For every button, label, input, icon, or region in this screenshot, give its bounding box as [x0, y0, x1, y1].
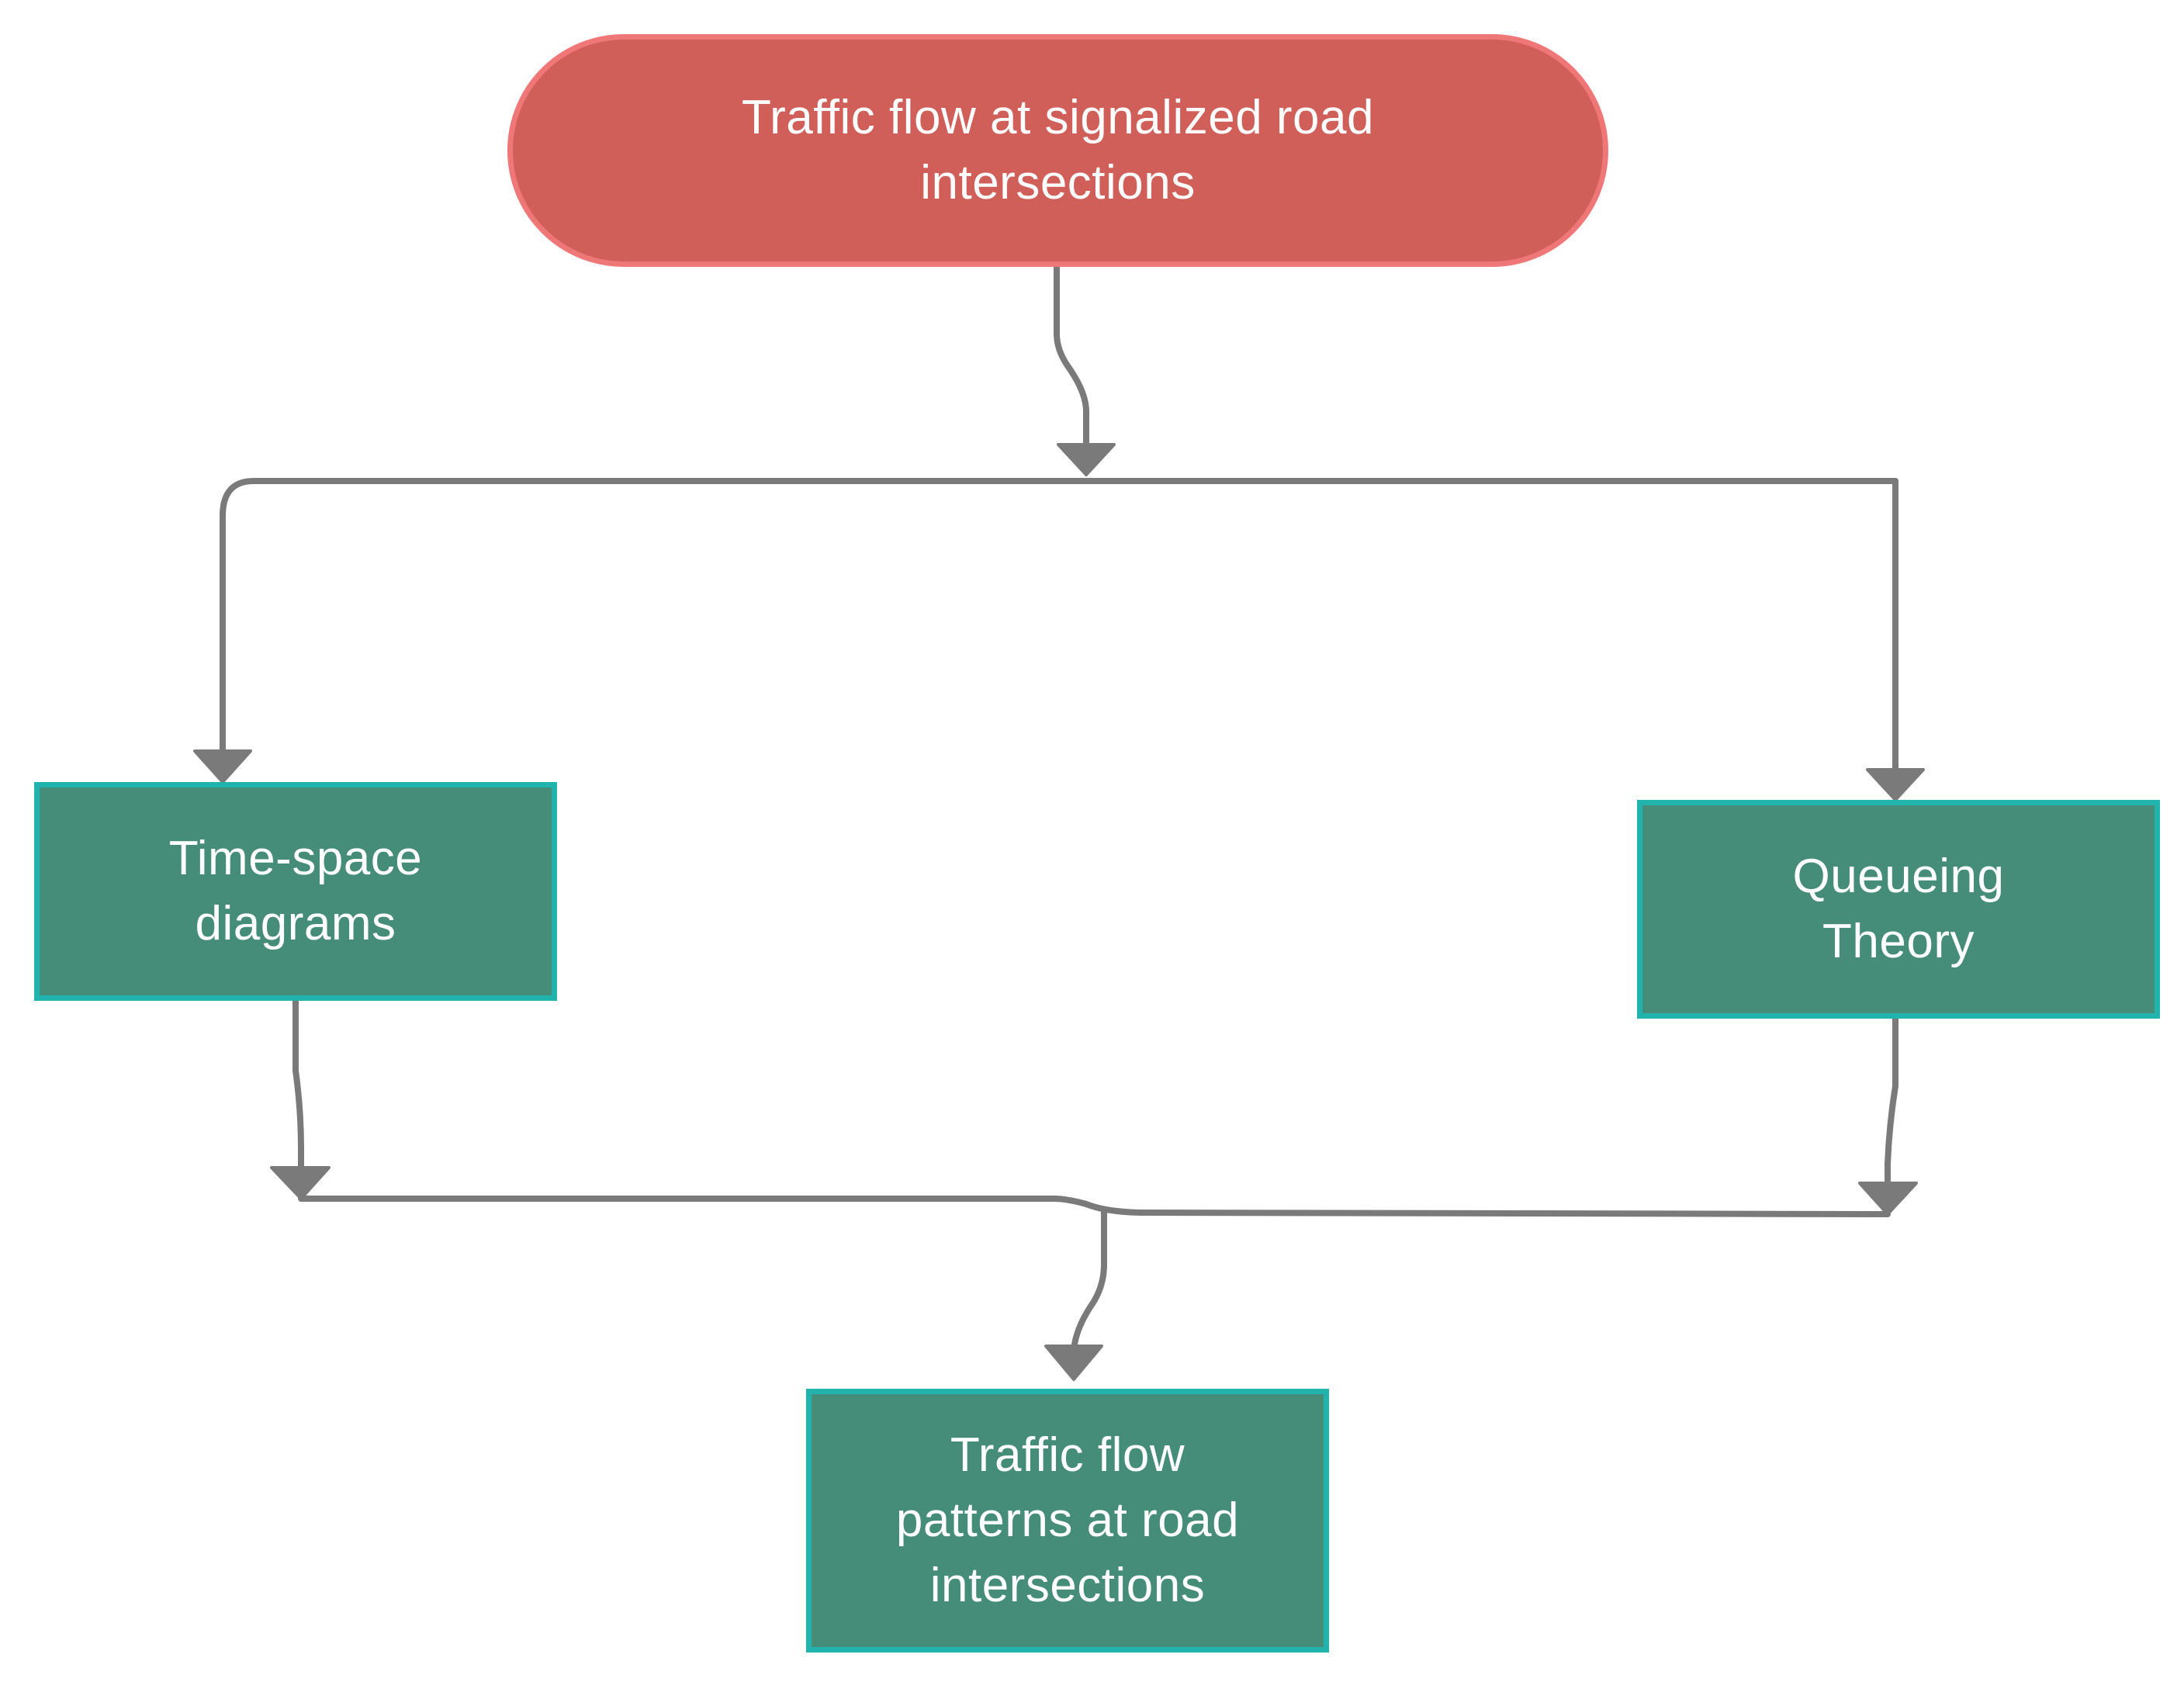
- connector-merge-to-result: [1071, 1209, 1107, 1365]
- node-label-line: intersections: [920, 156, 1196, 209]
- node-label-line: intersections: [929, 1559, 1206, 1612]
- node-label-line: diagrams: [195, 897, 396, 950]
- connector-queueing-to-merge: [1885, 1016, 1898, 1202]
- process-node-traffic-flow-patterns: Traffic flow patterns at road intersecti…: [806, 1389, 1329, 1653]
- node-label-line: patterns at road: [895, 1493, 1240, 1547]
- start-node-traffic-flow-signalized: Traffic flow at signalized road intersec…: [507, 34, 1608, 267]
- connector-split-horizontal: [220, 478, 1898, 771]
- node-label-line: Time-space: [168, 832, 423, 885]
- node-label-line: Theory: [1822, 915, 1975, 968]
- node-label-line: Queueing: [1792, 850, 2005, 903]
- arrowhead-result: [1044, 1345, 1103, 1381]
- connector-top-to-split: [1054, 264, 1089, 457]
- arrowhead-time-space: [193, 749, 252, 784]
- arrowhead-queueing: [1866, 768, 1925, 801]
- arrowhead-split: [1057, 443, 1116, 476]
- connector-time-space-to-merge: [292, 998, 304, 1186]
- process-node-queueing-theory: Queueing Theory: [1637, 800, 2160, 1019]
- arrowhead-merge-left: [270, 1166, 331, 1200]
- connector-merge-horizontal: [298, 1196, 1891, 1217]
- node-label-line: Traffic flow: [950, 1428, 1185, 1482]
- arrowhead-merge-right: [1858, 1182, 1918, 1216]
- process-node-time-space-diagrams: Time-space diagrams: [34, 782, 557, 1001]
- node-label-line: Traffic flow at signalized road: [742, 91, 1374, 144]
